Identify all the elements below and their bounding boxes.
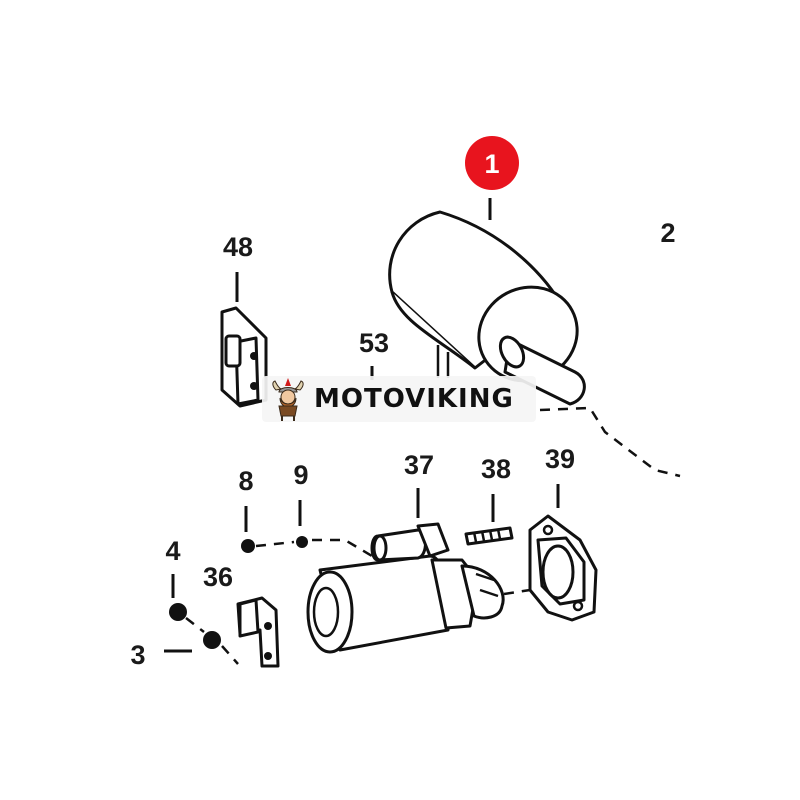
- callout-48: 48: [223, 232, 253, 302]
- part-48-bracket: [220, 306, 268, 408]
- callout-3: 3: [130, 631, 221, 670]
- callout-4: 4: [165, 536, 187, 621]
- callout-37: 37: [404, 450, 434, 518]
- part-38-stud: [464, 526, 514, 546]
- callout-3-label: 3: [130, 640, 145, 670]
- callout-36: 36: [203, 562, 233, 592]
- part-8-nut: [241, 539, 255, 553]
- callout-4-label: 4: [165, 536, 180, 566]
- reference-dashed-line-3: [503, 588, 531, 596]
- callout-38-label: 38: [481, 454, 511, 484]
- part-4-nut: [169, 603, 187, 621]
- callout-2: 2: [660, 218, 675, 248]
- callout-1-circle: [465, 136, 519, 190]
- callout-36-label: 36: [203, 562, 233, 592]
- callout-37-label: 37: [404, 450, 434, 480]
- viking-mascot-icon: [272, 378, 304, 421]
- reference-dashed-line-1: [539, 406, 681, 478]
- part-1-cylinder: [388, 210, 586, 406]
- part-3-washer: [203, 631, 221, 649]
- callout-8-label: 8: [238, 466, 253, 496]
- callout-53: 53: [359, 328, 389, 380]
- callout-8: 8: [238, 466, 255, 553]
- callout-1-label: 1: [484, 149, 499, 179]
- part-36-bracket: [236, 596, 280, 668]
- watermark-banner: MOTOVIKING: [262, 376, 536, 422]
- reference-dashed-line-4: [185, 617, 239, 665]
- callout-1: 1: [465, 136, 519, 220]
- part-9-washer: [296, 536, 308, 548]
- callout-48-label: 48: [223, 232, 253, 262]
- part-starter-motor: [306, 522, 505, 654]
- callout-9-label: 9: [293, 460, 308, 490]
- callout-53-label: 53: [359, 328, 389, 358]
- callout-39: 39: [545, 444, 575, 508]
- callout-9: 9: [293, 460, 309, 548]
- reference-dashed-line-2: [255, 538, 373, 558]
- part-39-adapter-plate: [528, 514, 598, 622]
- watermark-text: MOTOVIKING: [314, 384, 514, 414]
- callout-39-label: 39: [545, 444, 575, 474]
- callout-38: 38: [464, 454, 514, 546]
